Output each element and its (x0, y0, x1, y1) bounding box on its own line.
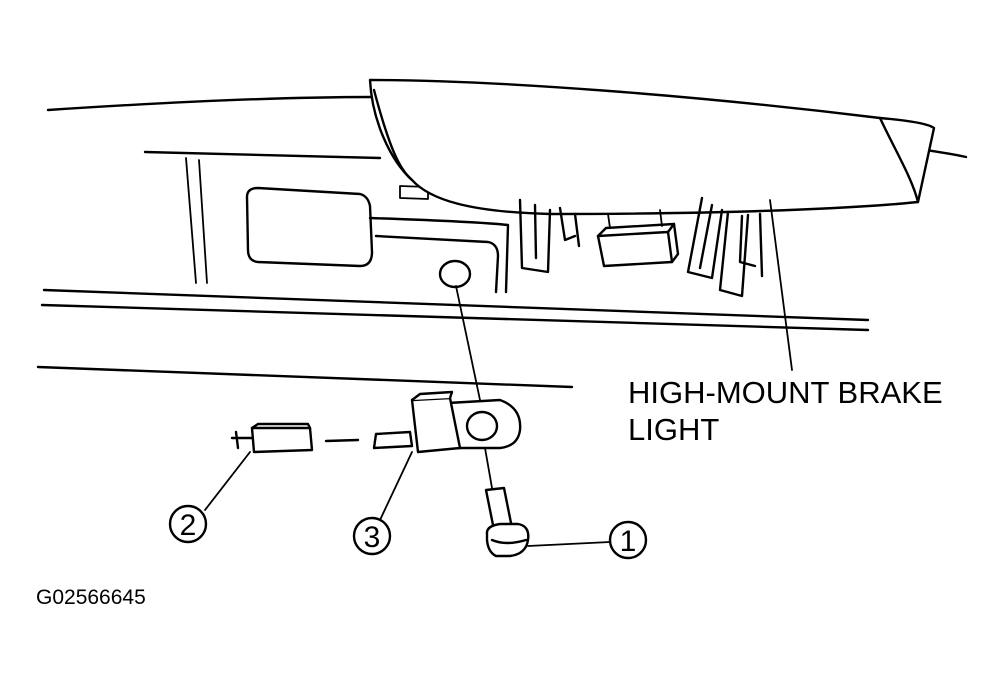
bracket-hole (465, 410, 499, 442)
component-label-line1: HIGH-MOUNT BRAKE (628, 375, 943, 410)
callout-3: 3 (352, 451, 413, 556)
socket-bracket (372, 390, 522, 454)
label-leader-line (769, 199, 793, 371)
component-label-line2: LIGHT (628, 412, 719, 447)
callout-number: 3 (364, 521, 381, 554)
callout-2: 2 (168, 451, 251, 544)
bulb (230, 422, 360, 454)
screw (484, 447, 530, 558)
callout-number: 1 (620, 525, 637, 558)
alignment-guide (455, 285, 481, 401)
panel-openings (245, 185, 510, 294)
mounting-hole (438, 259, 472, 289)
brake-light-housing (368, 78, 936, 298)
callout-number: 2 (180, 509, 197, 542)
callout-1: 1 (527, 520, 648, 560)
figure-id: G02566645 (36, 586, 146, 609)
body-panel-lines (36, 95, 968, 389)
